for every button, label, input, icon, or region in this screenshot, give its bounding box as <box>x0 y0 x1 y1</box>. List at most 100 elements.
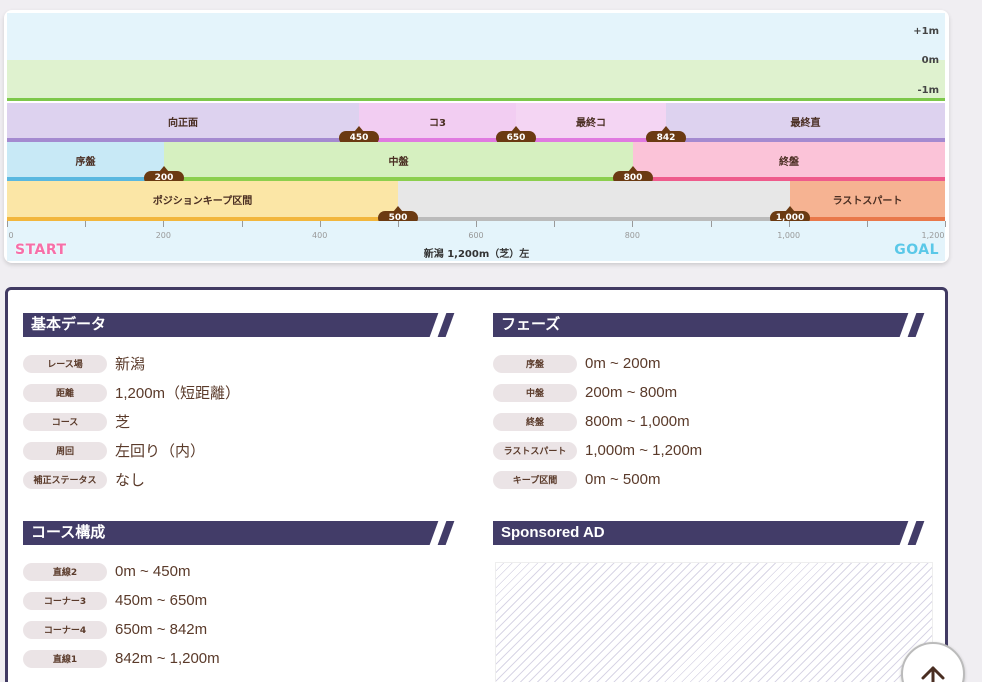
axis-tick <box>710 221 712 227</box>
axis-tick <box>632 221 634 227</box>
phase-list: 序盤 0m ~ 200m 中盤 200m ~ 800m 終盤 800m ~ 1,000m ラ… <box>493 349 930 494</box>
basic-data-key: 距離 <box>23 383 107 402</box>
phase-key: ラストスパート <box>493 441 577 460</box>
course-segment-final-straight: 最終直 <box>666 103 945 139</box>
phase-value: 0m ~ 500m <box>585 471 661 488</box>
course-caption: 新潟 1,200m（芝）左 <box>423 249 530 260</box>
axis-label: 800 <box>624 231 640 240</box>
distance-axis <box>7 221 945 261</box>
axis-tick <box>85 221 87 227</box>
phase-segment-mid: 中盤 <box>164 142 633 178</box>
course-chart: +1m 0m -1m 向正面 コ3 最終コ 最終直 450 650 842 序盤… <box>4 10 949 263</box>
basic-data-title: 基本データ <box>31 316 107 333</box>
elevation-label-zero: 0m <box>921 55 939 66</box>
phase-header: フェーズ <box>493 313 930 337</box>
phase-row: 終盤 800m ~ 1,000m <box>493 407 930 436</box>
goal-label: GOAL <box>894 242 939 258</box>
phase-row: キープ区間 0m ~ 500m <box>493 465 930 494</box>
course-layout-key: 直線2 <box>23 562 107 581</box>
course-layout-value: 0m ~ 450m <box>115 563 191 580</box>
elevation-label-minus: -1m <box>917 85 939 96</box>
course-layout-key: コーナー4 <box>23 620 107 639</box>
course-layout-row: コーナー4 650m ~ 842m <box>23 615 460 644</box>
phase-row: 中盤 200m ~ 800m <box>493 378 930 407</box>
axis-label: 600 <box>468 231 484 240</box>
basic-data-key: レース場 <box>23 354 107 373</box>
elevation-line <box>7 98 945 101</box>
course-layout-value: 842m ~ 1,200m <box>115 650 220 667</box>
basic-data-key: 補正ステータス <box>23 470 107 489</box>
course-layout-row: 直線2 0m ~ 450m <box>23 557 460 586</box>
course-segment-straight2: 向正面 <box>7 103 359 139</box>
ad-section: Sponsored AD <box>493 521 930 545</box>
axis-tick <box>397 221 399 227</box>
course-layout-value: 650m ~ 842m <box>115 621 208 638</box>
ad-placeholder[interactable] <box>495 562 933 682</box>
phase-key: 終盤 <box>493 412 577 431</box>
position-keep-segment: ポジションキープ区間 <box>7 181 398 218</box>
axis-tick <box>945 221 946 227</box>
ad-header: Sponsored AD <box>493 521 930 545</box>
basic-data-value: 芝 <box>115 414 131 431</box>
basic-data-key: 周回 <box>23 441 107 460</box>
basic-data-row: 距離 1,200m（短距離） <box>23 378 460 407</box>
axis-tick <box>319 221 321 227</box>
basic-data-key: コース <box>23 412 107 431</box>
arrow-up-icon <box>921 666 945 682</box>
course-marker-842: 842 <box>646 131 686 145</box>
phase-segment-early: 序盤 <box>7 142 164 178</box>
phase-row: 序盤 0m ~ 200m <box>493 349 930 378</box>
phase-key: 中盤 <box>493 383 577 402</box>
phase-segment-late: 終盤 <box>633 142 945 178</box>
phase-value: 0m ~ 200m <box>585 355 661 372</box>
elevation-label-plus: +1m <box>913 26 939 37</box>
ad-title: Sponsored AD <box>501 524 605 541</box>
start-label: START <box>15 242 67 258</box>
course-marker-650: 650 <box>496 131 536 145</box>
basic-data-row: 補正ステータスなし <box>23 465 460 494</box>
course-layout-header: コース構成 <box>23 521 460 545</box>
axis-label: 1,000 <box>777 231 801 240</box>
course-layout-value: 450m ~ 650m <box>115 592 208 609</box>
axis-tick <box>241 221 243 227</box>
basic-data-row: コース芝 <box>23 407 460 436</box>
course-segment-corner3: コ3 <box>359 103 516 139</box>
basic-data-value: なし <box>115 472 146 489</box>
basic-data-header: 基本データ <box>23 313 460 337</box>
axis-tick <box>7 221 8 227</box>
axis-tick <box>163 221 165 227</box>
axis-tick <box>866 221 868 227</box>
phase-section: フェーズ 序盤 0m ~ 200m 中盤 200m ~ 800m 終盤 800m ~ 1,… <box>493 313 930 494</box>
basic-data-value: 1,200m（短距離） <box>115 385 241 402</box>
course-segment-final-corner: 最終コ <box>516 103 666 139</box>
elevation-band-mid <box>7 60 945 98</box>
course-layout-title: コース構成 <box>31 524 106 541</box>
phase-key: 序盤 <box>493 354 577 373</box>
phase-value: 800m ~ 1,000m <box>585 413 690 430</box>
basic-data-value: 左回り（内） <box>115 443 206 460</box>
phase-title: フェーズ <box>501 316 561 333</box>
basic-data-row: 周回左回り（内） <box>23 436 460 465</box>
basic-data-value: 新潟 <box>115 356 146 373</box>
phase-value: 200m ~ 800m <box>585 384 678 401</box>
phase-key: キープ区間 <box>493 470 577 489</box>
last-spurt-segment: ラストスパート <box>790 181 945 218</box>
phase-value: 1,000m ~ 1,200m <box>585 442 703 459</box>
axis-label: 1,200 <box>921 231 945 240</box>
phase-row: ラストスパート 1,000m ~ 1,200m <box>493 436 930 465</box>
axis-tick <box>788 221 790 227</box>
axis-label: 0 <box>8 231 14 240</box>
axis-label: 200 <box>155 231 171 240</box>
course-marker-450: 450 <box>339 131 379 145</box>
axis-tick <box>554 221 556 227</box>
elevation-band-high <box>7 13 945 60</box>
position-free-segment <box>398 181 790 218</box>
axis-tick <box>476 221 477 227</box>
